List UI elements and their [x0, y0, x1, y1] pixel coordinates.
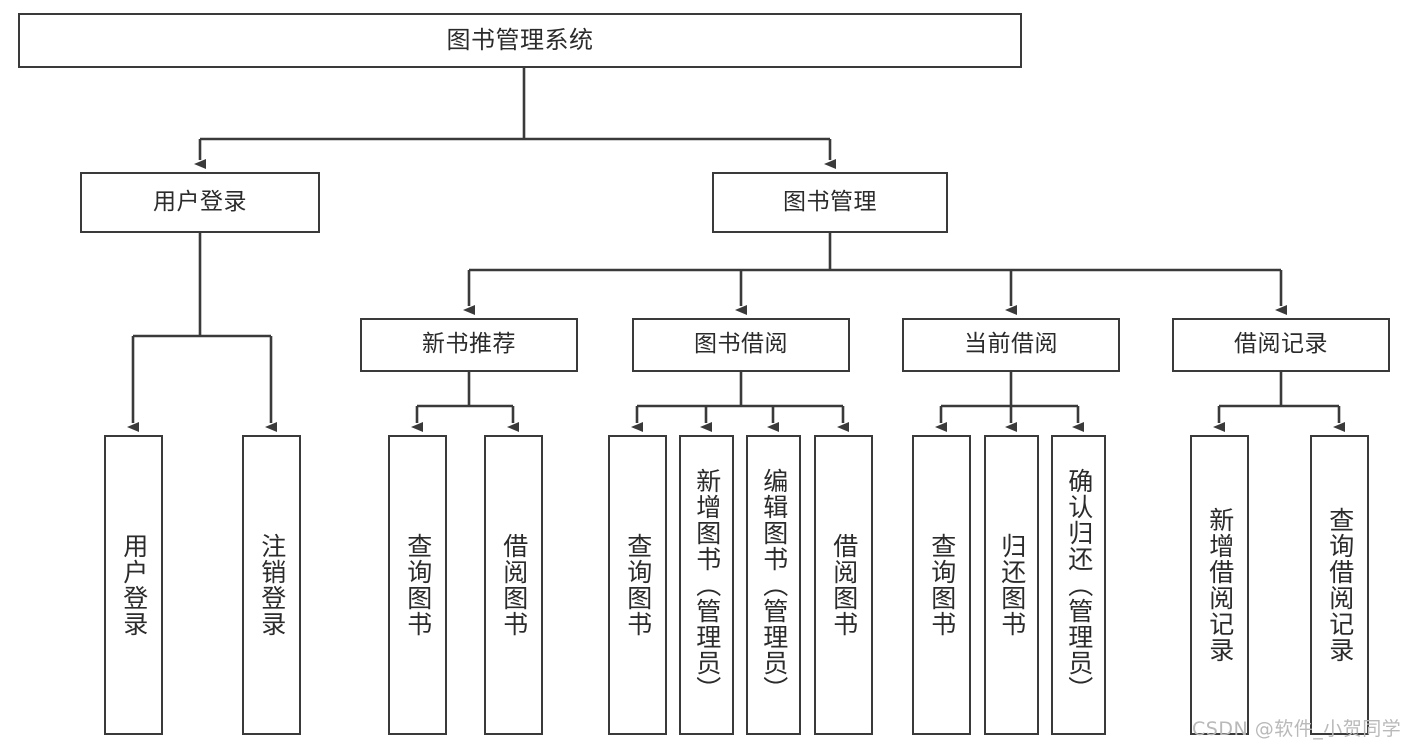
- node-current-borrow-label: 当前借阅: [964, 331, 1058, 358]
- node-new-book-rec-label: 新书推荐: [422, 331, 516, 358]
- node-user-login[interactable]: 用户登录: [80, 172, 320, 233]
- leaf-edit-book[interactable]: 编辑图书（管理员）: [746, 435, 801, 735]
- node-root-label: 图书管理系统: [446, 26, 594, 55]
- leaf-query-book-1[interactable]: 查询图书: [388, 435, 447, 735]
- node-book-manage-label: 图书管理: [783, 188, 877, 215]
- leaf-query-book-3-label: 查询图书: [927, 533, 957, 637]
- node-book-borrow[interactable]: 图书借阅: [632, 318, 850, 372]
- leaf-logout-label: 注销登录: [257, 533, 287, 637]
- leaf-query-book-3[interactable]: 查询图书: [912, 435, 971, 735]
- leaf-logout[interactable]: 注销登录: [242, 435, 301, 735]
- node-book-manage[interactable]: 图书管理: [712, 172, 948, 233]
- node-borrow-record-label: 借阅记录: [1234, 331, 1328, 358]
- leaf-borrow-book-1-label: 借阅图书: [499, 533, 529, 637]
- leaf-user-login-label: 用户登录: [119, 533, 149, 637]
- leaf-borrow-book-2[interactable]: 借阅图书: [814, 435, 873, 735]
- node-book-borrow-label: 图书借阅: [694, 331, 788, 358]
- leaf-query-book-2-label: 查询图书: [623, 533, 653, 637]
- leaf-user-login[interactable]: 用户登录: [104, 435, 163, 735]
- node-root[interactable]: 图书管理系统: [18, 13, 1022, 68]
- leaf-borrow-book-2-label: 借阅图书: [829, 533, 859, 637]
- leaf-add-record-label: 新增借阅记录: [1205, 507, 1235, 663]
- leaf-add-book[interactable]: 新增图书（管理员）: [679, 435, 734, 735]
- leaf-borrow-book-1[interactable]: 借阅图书: [484, 435, 543, 735]
- leaf-query-book-2[interactable]: 查询图书: [608, 435, 667, 735]
- leaf-query-book-1-label: 查询图书: [403, 533, 433, 637]
- leaf-add-book-label: 新增图书（管理员）: [692, 468, 722, 702]
- node-user-login-label: 用户登录: [153, 188, 247, 215]
- leaf-return-book-label: 归还图书: [997, 533, 1027, 637]
- leaf-return-book[interactable]: 归还图书: [984, 435, 1039, 735]
- leaf-query-record-label: 查询借阅记录: [1325, 507, 1355, 663]
- node-current-borrow[interactable]: 当前借阅: [902, 318, 1120, 372]
- node-new-book-rec[interactable]: 新书推荐: [360, 318, 578, 372]
- leaf-add-record[interactable]: 新增借阅记录: [1190, 435, 1249, 735]
- leaf-query-record[interactable]: 查询借阅记录: [1310, 435, 1369, 735]
- leaf-confirm-return[interactable]: 确认归还（管理员）: [1051, 435, 1106, 735]
- csdn-watermark: CSDN @软件_小贺同学: [1192, 718, 1402, 740]
- node-borrow-record[interactable]: 借阅记录: [1172, 318, 1390, 372]
- leaf-confirm-return-label: 确认归还（管理员）: [1064, 468, 1094, 702]
- leaf-edit-book-label: 编辑图书（管理员）: [759, 468, 789, 702]
